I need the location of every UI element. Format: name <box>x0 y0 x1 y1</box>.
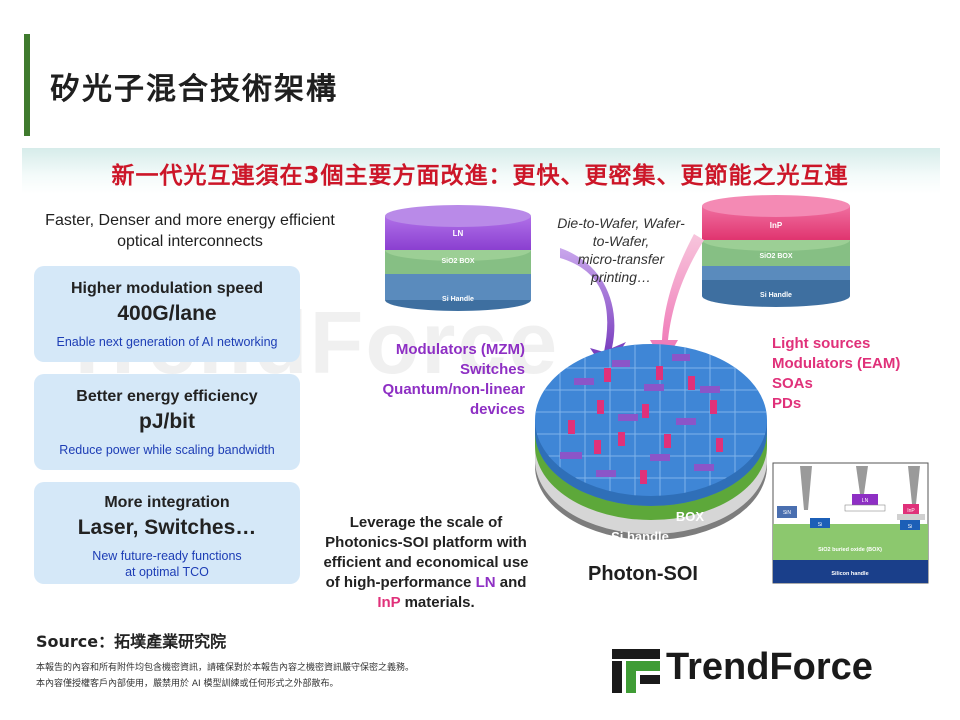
leverage-text: of high-performance <box>325 574 476 591</box>
inp-function-list: Light sources Modulators (EAM) SOAs PDs <box>772 334 942 414</box>
trendforce-logo-icon <box>612 649 660 693</box>
leverage-statement: Leverage the scale of Photonics-SOI plat… <box>312 513 540 613</box>
intro-text: Faster, Denser and more energy efficient… <box>22 210 358 252</box>
ln-function-list: Modulators (MZM) Switches Quantum/non-li… <box>345 340 526 420</box>
ln-layer-label: LN <box>453 229 464 238</box>
source-note: Source：拓墣產業研究院 <box>36 632 227 651</box>
ln-function-item: Modulators (MZM) <box>395 341 525 358</box>
card-title: Higher modulation speed <box>70 280 263 297</box>
ln-function-item: devices <box>469 401 525 418</box>
cs-sin-label: SiN <box>783 510 791 516</box>
wafer-handle-label: Si handle <box>611 529 669 544</box>
leverage-line: of high-performance LN and <box>312 573 540 593</box>
disclaimer-line-2: 本內容僅授權客戶內部使用，嚴禁用於 AI 模型訓練或任何形式之外部散布。 <box>36 679 339 689</box>
ln-transfer-arrow <box>560 248 626 372</box>
card-modulation-speed: Higher modulation speed 400G/lane Enable… <box>34 266 300 362</box>
photon-soi-label: Photon-SOI <box>588 563 698 585</box>
transfer-note-line: Die-to-Wafer, Wafer- <box>557 215 685 231</box>
ln-handle-label: Si Handle <box>442 296 474 303</box>
leverage-line: Leverage the scale of <box>349 514 503 531</box>
cs-ln-label: LN <box>862 498 869 504</box>
page-title: 矽光子混合技術架構 <box>50 72 338 107</box>
cs-handle-label: Silicon handle <box>831 571 868 577</box>
cs-si2-label: Si <box>908 524 912 530</box>
wafer-box-label: BOX <box>676 509 705 524</box>
banner-headline: 新一代光互連須在3個主要方面改進：更快、更密集、更節能之光互連 <box>111 163 849 189</box>
leverage-text: and <box>495 574 527 591</box>
inp-stack <box>702 195 850 307</box>
ln-box-label: SiO2 BOX <box>441 258 474 265</box>
transfer-methods-note: Die-to-Wafer, Wafer- to-Wafer, micro-tra… <box>546 214 696 286</box>
card-note-line-1: New future-ready functions <box>92 549 242 563</box>
photon-soi-wafer <box>535 344 767 540</box>
card-integration: More integration Laser, Switches… New fu… <box>34 482 300 584</box>
inp-layer-label: InP <box>770 221 783 230</box>
cs-box-label: SiO2 buried oxide (BOX) <box>818 547 882 553</box>
cs-inp-label: InP <box>907 508 915 514</box>
card-value: 400G/lane <box>117 302 217 325</box>
leverage-ln-highlight: LN <box>475 574 496 591</box>
card-title: Better energy efficiency <box>76 388 258 405</box>
leverage-inp-highlight: InP <box>377 594 401 611</box>
transfer-note-line: micro-transfer <box>577 251 665 267</box>
ln-stack <box>385 205 531 311</box>
leverage-line: InP materials. <box>312 593 540 613</box>
inp-transfer-arrow <box>650 234 704 364</box>
card-note: Enable next generation of AI networking <box>56 335 278 349</box>
leverage-line: efficient and economical use <box>323 554 529 571</box>
inp-box-label: SiO2 BOX <box>759 253 792 260</box>
cross-section-diagram <box>772 462 929 584</box>
cs-si-label: Si <box>818 522 822 528</box>
inp-handle-label: Si Handle <box>760 292 792 299</box>
ln-function-item: Switches <box>459 361 525 378</box>
disclaimer-line-1: 本報告的內容和所有附件均包含機密資訊，請確保對於本報告內容之機密資訊嚴守保密之義… <box>36 663 415 673</box>
ln-function-item: Quantum/non-linear <box>382 381 526 398</box>
inp-function-item: PDs <box>772 395 802 412</box>
inp-function-item: Modulators (EAM) <box>772 355 901 372</box>
card-value: pJ/bit <box>139 410 195 433</box>
leverage-line: Photonics-SOI platform with <box>325 534 527 551</box>
inp-function-item: Light sources <box>772 335 871 352</box>
leverage-text: materials. <box>400 594 475 611</box>
card-note: New future-ready functions at optimal TC… <box>34 548 300 580</box>
card-title: More integration <box>104 494 230 511</box>
card-note: Reduce power while scaling bandwidth <box>59 443 275 457</box>
transfer-note-line: printing… <box>591 269 651 285</box>
trendforce-logo-text: TrendForce <box>666 646 873 688</box>
banner-background <box>22 148 940 194</box>
intro-line-1: Faster, Denser and more energy efficient <box>45 212 335 229</box>
inp-function-item: SOAs <box>772 375 813 392</box>
intro-line-2: optical interconnects <box>117 233 263 250</box>
card-value: Laser, Switches… <box>77 516 257 539</box>
card-note-line-2: at optimal TCO <box>125 565 209 579</box>
title-accent-bar <box>24 34 30 136</box>
card-energy-efficiency: Better energy efficiency pJ/bit Reduce p… <box>34 374 300 470</box>
transfer-note-line: to-Wafer, <box>592 233 650 249</box>
